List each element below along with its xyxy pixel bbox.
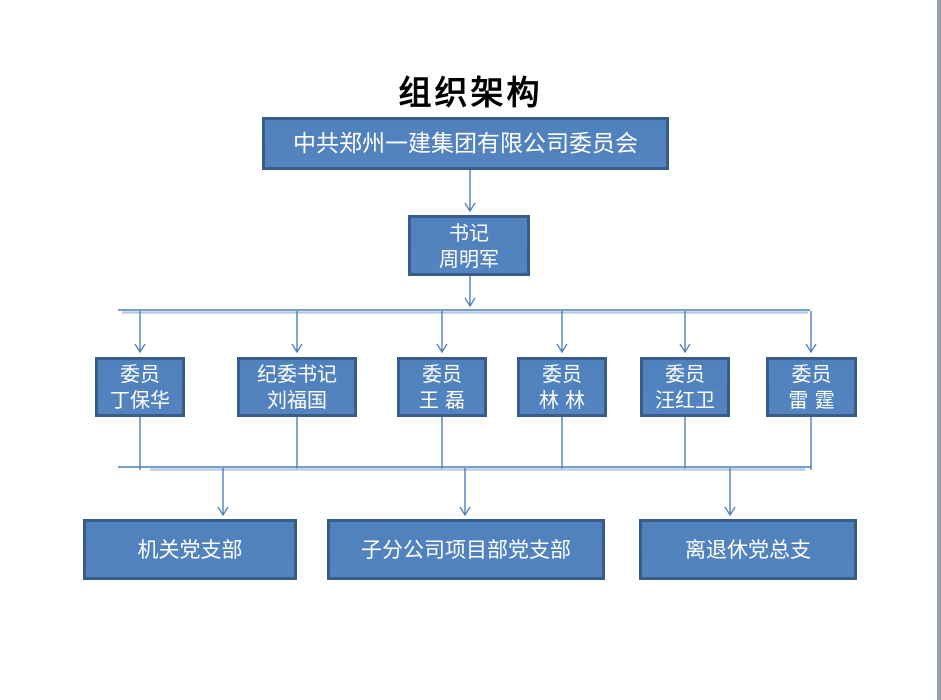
node-person-name: 丁保华 [110,388,170,412]
node-person-name: 王 磊 [418,388,466,412]
org-node-committee[interactable]: 中共郑州一建集团有限公司委员会 [262,117,669,170]
org-node-branch-subsidiary[interactable]: 子分公司项目部党支部 [327,519,605,580]
node-person-name: 周明军 [439,246,499,271]
node-label: 机关党支部 [137,537,243,562]
node-label: 子分公司项目部党支部 [361,537,571,562]
node-role: 书记 [449,220,489,245]
node-person-name: 汪红卫 [655,388,715,412]
node-label: 中共郑州一建集团有限公司委员会 [293,130,638,157]
node-role: 委员 [120,362,160,386]
org-node-member-1[interactable]: 委员 丁保华 [95,357,185,417]
org-node-member-4[interactable]: 委员 林 林 [517,357,607,417]
page-title: 组织架构 [398,73,543,112]
node-person-name: 雷 霆 [788,388,835,412]
org-node-member-2[interactable]: 纪委书记 刘福国 [237,357,357,417]
node-label: 离退休党总支 [685,537,811,562]
node-person-name: 刘福国 [267,388,327,412]
org-node-branch-office[interactable]: 机关党支部 [83,519,297,580]
node-role: 委员 [422,362,462,386]
org-node-member-6[interactable]: 委员 雷 霆 [766,357,857,417]
node-role: 委员 [665,362,705,386]
org-node-secretary[interactable]: 书记 周明军 [408,215,530,276]
org-node-member-3[interactable]: 委员 王 磊 [397,357,487,417]
node-person-name: 林 林 [538,388,586,412]
node-role: 纪委书记 [257,362,337,386]
node-role: 委员 [542,362,582,386]
page-edge-shadow [937,0,941,700]
org-node-branch-retired[interactable]: 离退休党总支 [639,519,857,580]
node-role: 委员 [791,362,832,386]
org-node-member-5[interactable]: 委员 汪红卫 [640,357,730,417]
